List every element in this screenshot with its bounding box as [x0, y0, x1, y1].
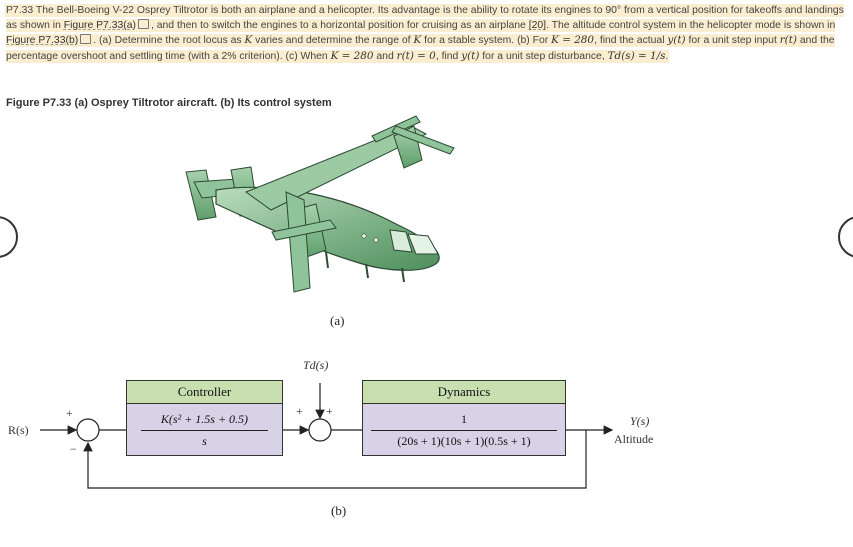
summing-junction-1: [76, 418, 100, 442]
book-icon[interactable]: [137, 18, 149, 29]
figure-caption: Figure P7.33 (a) Osprey Tiltrotor aircra…: [6, 97, 332, 109]
controller-numerator: K(s² + 1.5s + 0.5): [160, 412, 249, 426]
dynamics-denominator: (20s + 1)(10s + 1)(0.5s + 1): [397, 434, 531, 448]
plus-sign: +: [66, 406, 73, 420]
controller-denominator: s: [202, 434, 207, 448]
output-signal: Y(s): [630, 414, 650, 428]
controller-block: K(s² + 1.5s + 0.5) s: [126, 404, 283, 456]
figure-label-b: (b): [331, 503, 347, 518]
problem-statement: P7.33 The Bell-Boeing V-22 Osprey Tiltro…: [6, 5, 844, 62]
osprey-aircraft-illustration: [185, 115, 455, 293]
input-signal: R(s): [8, 423, 29, 437]
plus-sign: +: [326, 404, 333, 418]
problem-number: P7.33: [6, 5, 34, 16]
reference-link[interactable]: [20]: [528, 19, 547, 31]
disturbance-signal: Td(s): [303, 358, 329, 372]
plus-sign: +: [296, 404, 303, 418]
output-label: Altitude: [614, 432, 654, 446]
summing-junction-2: [308, 418, 332, 442]
dynamics-title: Dynamics: [362, 380, 566, 404]
minus-sign: −: [70, 442, 77, 456]
figure-label-a: (a): [330, 313, 345, 328]
figure-a-link[interactable]: Figure P7.33(a): [63, 19, 136, 31]
controller-title: Controller: [126, 380, 283, 404]
figure-b-link[interactable]: Figure P7.33(b): [6, 35, 79, 46]
dynamics-numerator: 1: [461, 412, 467, 426]
dynamics-block: 1 (20s + 1)(10s + 1)(0.5s + 1): [362, 404, 566, 456]
book-icon[interactable]: [80, 34, 92, 44]
